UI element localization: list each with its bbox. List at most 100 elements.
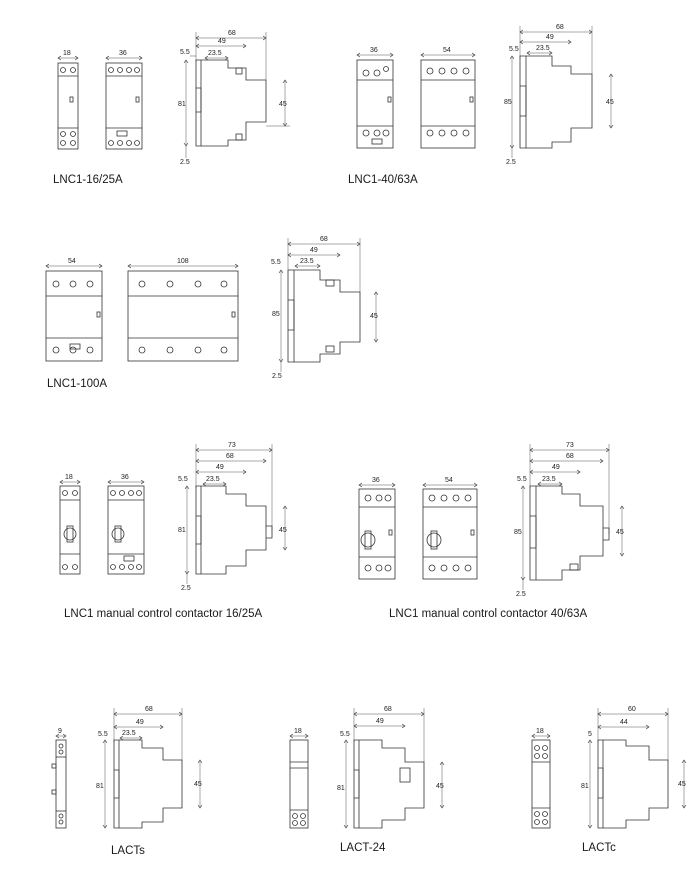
lacts-drawing: 9 68 49 5.5 23.5 81 45	[51, 706, 202, 829]
lnc1-100a-drawing: 54 108 68 49 5.5 23.5	[46, 236, 378, 380]
dim-height-45: 45	[279, 527, 287, 534]
dim-height-85: 85	[514, 529, 522, 536]
dim-base-2-5: 2.5	[181, 585, 191, 592]
front-view-36: 36	[106, 50, 142, 150]
dim-base-2-5: 2.5	[506, 159, 516, 166]
dim-width-108: 108	[177, 258, 189, 265]
dim-height-45: 45	[606, 99, 614, 106]
front-view-18: 18	[290, 728, 308, 829]
dim-base-2-5: 2.5	[180, 159, 190, 166]
dim-depth-49: 49	[310, 247, 318, 254]
dim-height-45: 45	[436, 783, 444, 790]
front-view-18: 18	[60, 474, 80, 575]
dim-offset-5: 5	[588, 731, 592, 738]
dim-depth-49: 49	[136, 719, 144, 726]
dim-offset-5-5: 5.5	[271, 259, 281, 266]
dim-width-36: 36	[121, 474, 129, 481]
front-view-54: 54	[421, 47, 475, 149]
caption-lnc1-40-63a: LNC1-40/63A	[348, 174, 418, 186]
dim-depth-68: 68	[228, 30, 236, 37]
front-view-108: 108	[128, 258, 238, 362]
dim-depth-23-5: 23.5	[536, 45, 550, 52]
dim-height-81: 81	[178, 101, 186, 108]
dim-depth-60: 60	[628, 706, 636, 713]
front-view-54: 54	[423, 477, 477, 580]
side-view: 68 49 5.5 23.5 85 45 2.5	[271, 236, 378, 380]
dim-depth-23-5: 23.5	[300, 258, 314, 265]
dim-width-36: 36	[370, 47, 378, 54]
dim-offset-5-5: 5.5	[517, 476, 527, 483]
dim-height-85: 85	[272, 311, 280, 318]
dim-depth-23-5: 23.5	[122, 730, 136, 737]
dim-height-45: 45	[370, 313, 378, 320]
dim-width-54: 54	[443, 47, 451, 54]
dim-offset-5-5: 5.5	[340, 731, 350, 738]
dim-width-9: 9	[58, 728, 62, 735]
dim-depth-68: 68	[566, 453, 574, 460]
dim-base-2-5: 2.5	[272, 373, 282, 380]
caption-lact-24: LACT-24	[340, 842, 386, 854]
dim-depth-68: 68	[145, 706, 153, 713]
lnc1-40-63a-drawing: 36 54 68 49 5.5 23.5	[357, 24, 614, 166]
side-view: 60 44 5 81 45	[581, 706, 686, 828]
manual-16-25a-drawing: 18 36 73 68 49 5.	[60, 442, 287, 592]
dim-depth-49: 49	[552, 464, 560, 471]
dim-offset-5-5: 5.5	[98, 731, 108, 738]
dim-depth-44: 44	[620, 719, 628, 726]
dim-depth-49: 49	[376, 718, 384, 725]
dim-width-18: 18	[63, 50, 71, 57]
dim-depth-68: 68	[556, 24, 564, 31]
side-view: 68 49 5.5 23.5 81 45 2.5	[178, 30, 290, 166]
dim-width-54: 54	[445, 477, 453, 484]
caption-lnc1-100a: LNC1-100A	[47, 378, 108, 390]
caption-lnc1-16-25a: LNC1-16/25A	[53, 174, 123, 186]
dim-width-36: 36	[372, 477, 380, 484]
side-view: 68 49 5.5 81 45	[337, 706, 444, 828]
dim-width-36: 36	[119, 50, 127, 57]
side-view: 73 68 49 5.5 23.5 85 45 2.5	[514, 442, 624, 598]
caption-lactc: LACTc	[582, 842, 616, 854]
dim-depth-68: 68	[226, 453, 234, 460]
dim-height-45: 45	[616, 529, 624, 536]
dim-depth-23-5: 23.5	[208, 50, 222, 57]
dim-offset-5-5: 5.5	[180, 49, 190, 56]
dim-depth-73: 73	[566, 442, 574, 449]
dim-depth-49: 49	[218, 38, 226, 45]
dim-depth-23-5: 23.5	[542, 476, 556, 483]
dim-offset-5-5: 5.5	[178, 476, 188, 483]
dim-height-45: 45	[279, 101, 287, 108]
dim-height-85: 85	[504, 99, 512, 106]
dim-width-18: 18	[536, 728, 544, 735]
front-view-9: 9	[51, 728, 66, 829]
dim-depth-23-5: 23.5	[206, 476, 220, 483]
dim-width-54: 54	[68, 258, 76, 265]
dim-height-81: 81	[178, 527, 186, 534]
caption-lacts: LACTs	[111, 845, 145, 857]
front-view-36: 36	[108, 474, 144, 575]
front-view-36: 36	[359, 477, 395, 580]
dim-height-81: 81	[581, 783, 589, 790]
dim-depth-49: 49	[216, 464, 224, 471]
dim-depth-68: 68	[320, 236, 328, 243]
dim-depth-68: 68	[384, 706, 392, 713]
manual-40-63a-drawing: 36 54 73 68 49	[359, 442, 624, 598]
lactc-drawing: 18 60 44 5 81 45	[532, 706, 686, 828]
front-view-54: 54	[46, 258, 102, 362]
lnc1-16-25a-drawing: 18 36 68 49 5.5	[58, 30, 290, 166]
dim-depth-73: 73	[228, 442, 236, 449]
dim-width-18: 18	[65, 474, 73, 481]
dim-height-81: 81	[337, 785, 345, 792]
front-view-36: 36	[357, 47, 393, 149]
dim-offset-5-5: 5.5	[509, 46, 519, 53]
dim-height-45: 45	[678, 781, 686, 788]
side-view: 68 49 5.5 23.5 85 45 2.5	[504, 24, 614, 166]
front-view-18: 18	[532, 728, 550, 829]
dim-height-45: 45	[194, 781, 202, 788]
caption-manual-40-63a: LNC1 manual control contactor 40/63A	[389, 608, 588, 620]
dim-depth-49: 49	[546, 34, 554, 41]
dim-width-18: 18	[294, 728, 302, 735]
dim-height-81: 81	[96, 783, 104, 790]
front-view-18: 18	[58, 50, 78, 150]
caption-manual-16-25a: LNC1 manual control contactor 16/25A	[64, 608, 263, 620]
